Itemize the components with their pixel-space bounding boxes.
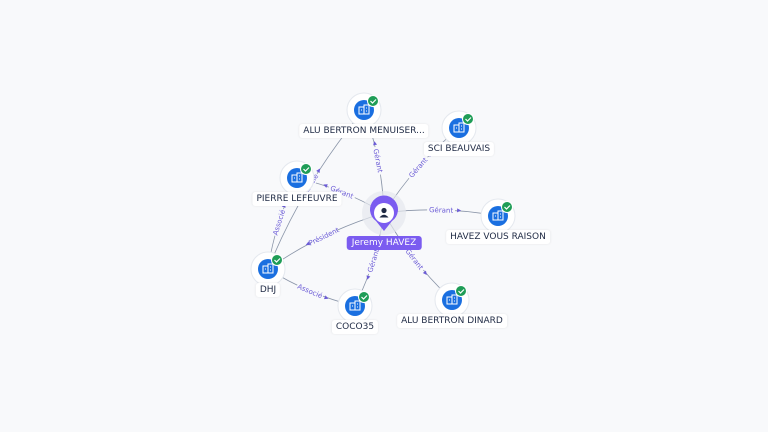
verified-check-icon <box>462 113 474 125</box>
company-label-pierre[interactable]: PIERRE LEFEUVRE <box>252 192 342 206</box>
edge-label-bg <box>295 280 325 301</box>
person-node[interactable] <box>362 191 406 235</box>
edge-arrow-icon <box>323 295 329 300</box>
verified-check-icon <box>367 95 379 107</box>
edge-label: Associé <box>296 283 323 301</box>
person-label[interactable]: Jeremy HAVEZ <box>346 236 422 250</box>
company-node-dhj[interactable] <box>250 251 286 287</box>
building-icon <box>453 122 465 133</box>
building-icon <box>446 294 458 305</box>
edge-label-bg <box>402 245 428 273</box>
edge-label: Gérant <box>429 206 454 215</box>
company-node-sci_beauvais[interactable] <box>441 110 477 146</box>
company-node-havez_vous[interactable] <box>480 198 516 234</box>
company-node-coco35[interactable] <box>337 288 373 324</box>
edge-label-bg <box>405 153 431 181</box>
edge-arrow-icon <box>316 168 320 173</box>
edge-arrow-icon <box>373 141 378 146</box>
edge-arrow-icon <box>323 184 328 188</box>
verified-check-icon <box>358 291 370 303</box>
verified-check-icon <box>300 163 312 175</box>
company-label-sci_beauvais[interactable]: SCI BEAUVAIS <box>423 142 495 156</box>
edge-arrow-icon <box>422 270 427 275</box>
edge-arrow-icon <box>457 208 462 213</box>
verified-check-icon <box>271 254 283 266</box>
building-icon <box>291 172 303 183</box>
edge-arrow-icon <box>366 275 371 280</box>
edge-label-bg <box>364 245 382 276</box>
company-node-pierre[interactable] <box>279 160 315 196</box>
user-icon <box>379 207 389 218</box>
company-label-coco35[interactable]: COCO35 <box>331 320 379 334</box>
building-icon <box>349 300 361 311</box>
edge-label-bg <box>327 182 357 201</box>
company-label-alu_dinard[interactable]: ALU BERTRON DINARD <box>397 314 507 328</box>
nodes-layer <box>250 92 516 324</box>
edge-label-bg <box>308 225 339 247</box>
edge-label-bg <box>371 146 386 176</box>
company-label-alu_menuiser[interactable]: ALU BERTRON MENUISER... <box>299 124 429 138</box>
edge-label: Gérant <box>366 248 381 274</box>
building-icon <box>492 210 504 221</box>
company-node-alu_menuiser[interactable] <box>346 92 382 128</box>
company-label-havez_vous[interactable]: HAVEZ VOUS RAISON <box>446 230 550 244</box>
edge-arrow-icon <box>305 241 311 246</box>
building-icon <box>262 263 274 274</box>
verified-check-icon <box>455 285 467 297</box>
company-node-alu_dinard[interactable] <box>434 282 470 318</box>
company-label-dhj[interactable]: DHJ <box>255 283 281 297</box>
verified-check-icon <box>501 201 513 213</box>
building-icon <box>358 104 370 115</box>
edge-label-bg <box>427 204 456 215</box>
edge-label: Gérant <box>371 148 383 173</box>
edge-label-bg <box>269 207 287 237</box>
